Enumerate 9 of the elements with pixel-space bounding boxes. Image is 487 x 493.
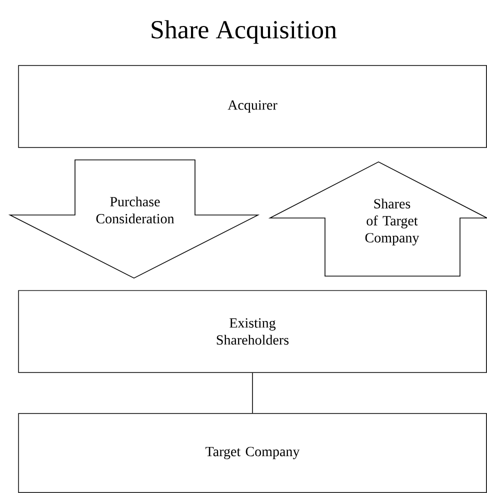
process-box: Target Company <box>18 413 487 493</box>
edge-label: Shares of Target Company <box>365 198 420 246</box>
block-arrow <box>8 160 260 279</box>
connector-line <box>252 372 253 414</box>
block-arrow <box>268 161 487 276</box>
process-box: Existing Shareholders <box>18 290 487 373</box>
edge-label: Purchase Consideration <box>96 196 174 224</box>
title: Share Acquisition <box>152 20 337 44</box>
process-box: Acquirer <box>18 65 487 148</box>
